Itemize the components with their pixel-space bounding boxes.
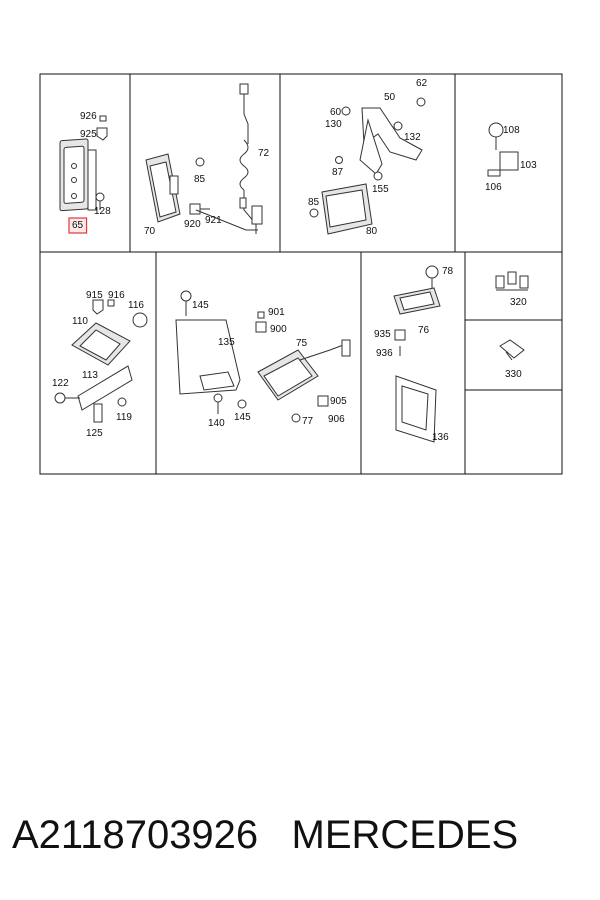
part-callout-62[interactable]: 62 [416, 78, 428, 89]
part-callout-330[interactable]: 330 [505, 369, 522, 380]
part-callout-916[interactable]: 916 [108, 290, 125, 301]
part-callout-50[interactable]: 50 [384, 92, 396, 103]
panel-8-drawing [495, 271, 529, 291]
part-callout-108[interactable]: 108 [503, 125, 520, 136]
part-callout-110[interactable]: 110 [72, 316, 88, 327]
part-callout-113[interactable]: 113 [82, 370, 98, 381]
panel-9-drawing [499, 339, 525, 361]
part-callout-936[interactable]: 936 [376, 348, 393, 359]
part-callout-116[interactable]: 116 [128, 300, 144, 311]
part-callout-145[interactable]: 145 [192, 300, 209, 311]
panel-1-drawing [59, 115, 108, 212]
part-callout-155[interactable]: 155 [372, 184, 389, 195]
footer-gap [258, 813, 291, 858]
part-callout-140[interactable]: 140 [208, 418, 225, 429]
part-callout-921[interactable]: 921 [205, 215, 222, 226]
diagram-frame [39, 73, 563, 475]
part-callout-122[interactable]: 122 [52, 378, 69, 389]
part-callout-77[interactable]: 77 [302, 416, 314, 427]
part-callout-72[interactable]: 72 [258, 148, 270, 159]
brand-name: MERCEDES [291, 812, 519, 857]
part-callout-901[interactable]: 901 [268, 307, 285, 318]
part-callout-87[interactable]: 87 [332, 167, 344, 178]
part-callout-80[interactable]: 80 [366, 226, 378, 237]
part-callout-135[interactable]: 135 [218, 337, 235, 348]
part-callout-136[interactable]: 136 [432, 432, 449, 443]
part-callout-935[interactable]: 935 [374, 329, 391, 340]
panel-5-drawing [54, 299, 148, 423]
part-callout-85[interactable]: 85 [194, 174, 206, 185]
footer: A2118703926 MERCEDES [12, 805, 592, 865]
part-callout-926[interactable]: 926 [80, 111, 97, 122]
part-callout-119[interactable]: 119 [116, 412, 132, 423]
part-callout-320[interactable]: 320 [510, 297, 527, 308]
part-callout-132[interactable]: 132 [404, 132, 421, 143]
part-callout-920[interactable]: 920 [184, 219, 201, 230]
part-callout-70[interactable]: 70 [144, 226, 156, 237]
highlight-box [68, 217, 88, 234]
part-callout-75[interactable]: 75 [296, 338, 308, 349]
part-callout-65[interactable]: 65 [72, 220, 84, 231]
part-callout-906[interactable]: 906 [328, 414, 345, 425]
panel-3-drawing [309, 97, 426, 235]
part-callout-106[interactable]: 106 [485, 182, 502, 193]
part-callout-905[interactable]: 905 [330, 396, 347, 407]
part-callout-925[interactable]: 925 [80, 129, 97, 140]
panel-2-drawing [145, 83, 263, 234]
part-callout-145[interactable]: 145 [234, 412, 251, 423]
part-callout-900[interactable]: 900 [270, 324, 287, 335]
part-callout-78[interactable]: 78 [442, 266, 454, 277]
panel-6-drawing [175, 290, 351, 423]
part-number: A2118703926 [12, 812, 259, 857]
panel-4-drawing [487, 122, 519, 177]
part-callout-130[interactable]: 130 [325, 119, 342, 130]
part-callout-128[interactable]: 128 [94, 206, 111, 217]
part-callout-125[interactable]: 125 [86, 428, 103, 439]
part-callout-85[interactable]: 85 [308, 197, 320, 208]
part-callout-103[interactable]: 103 [520, 160, 537, 171]
part-callout-60[interactable]: 60 [330, 107, 342, 118]
panel-7-drawing [393, 265, 441, 443]
part-callout-76[interactable]: 76 [418, 325, 430, 336]
part-callout-915[interactable]: 915 [86, 290, 103, 301]
